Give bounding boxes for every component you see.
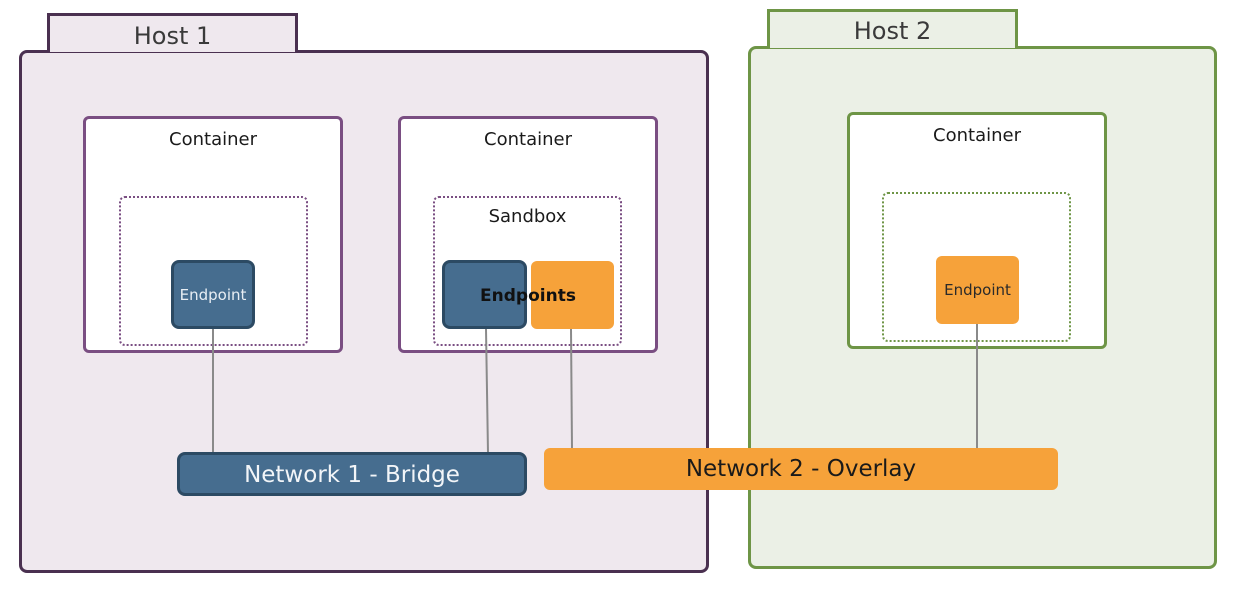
network-1-label: Network 1 - Bridge bbox=[244, 462, 460, 488]
host-2-tab: Host 2 bbox=[767, 9, 1018, 48]
link-endpoint-2b-network-2 bbox=[570, 328, 573, 450]
endpoint-2-overlay bbox=[531, 261, 614, 329]
host-1-tab: Host 1 bbox=[47, 13, 298, 52]
endpoint-1-label: Endpoint bbox=[179, 285, 247, 304]
sandbox-2-label: Sandbox bbox=[488, 206, 567, 227]
sandbox-2: Sandbox bbox=[433, 196, 622, 346]
container-1-label: Container bbox=[169, 129, 257, 150]
endpoint-3-label: Endpoint bbox=[944, 281, 1011, 299]
container-3-label: Container bbox=[933, 125, 1021, 146]
container-2-label: Container bbox=[484, 129, 572, 150]
endpoints-label: Endpoints bbox=[480, 286, 576, 306]
host-2-label: Host 2 bbox=[853, 17, 932, 45]
endpoint-3: Endpoint bbox=[936, 256, 1019, 324]
container-2: Container bbox=[398, 116, 658, 353]
network-2-label: Network 2 - Overlay bbox=[685, 456, 917, 482]
endpoint-1: Endpoint bbox=[171, 260, 255, 329]
host-1-label: Host 1 bbox=[133, 22, 212, 50]
endpoint-2-bridge bbox=[442, 260, 527, 329]
network-1-bridge: Network 1 - Bridge bbox=[177, 452, 527, 496]
link-endpoint-2a-network-1 bbox=[485, 328, 489, 454]
network-2-overlay: Network 2 - Overlay bbox=[544, 448, 1058, 490]
